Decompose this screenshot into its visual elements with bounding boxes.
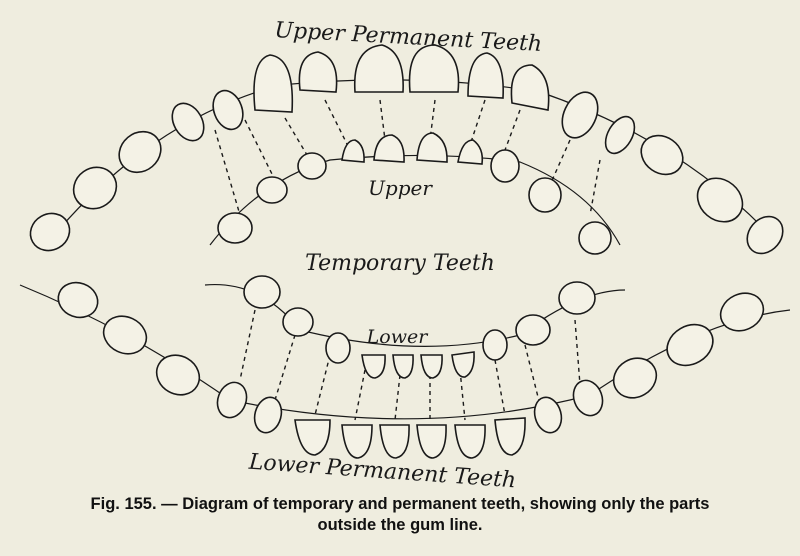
tooth [118, 130, 162, 174]
tooth [719, 292, 765, 332]
tooth [171, 102, 205, 142]
caption-line-2: outside the gum line. [317, 516, 483, 534]
tooth [494, 417, 526, 456]
tooth [696, 177, 744, 223]
tooth [604, 115, 636, 155]
tooth [666, 323, 714, 367]
tooth [294, 419, 331, 456]
tooth [29, 212, 71, 252]
lower-temporary-teeth [243, 275, 596, 379]
tooth [102, 315, 148, 355]
tooth [373, 134, 405, 163]
tooth [746, 215, 784, 255]
tooth [558, 281, 596, 315]
tooth [572, 379, 604, 417]
tooth [416, 132, 448, 163]
tooth [341, 139, 365, 163]
tooth [408, 44, 460, 93]
tooth [612, 357, 658, 399]
tooth [578, 221, 612, 255]
lower-permanent-teeth [57, 281, 765, 459]
tooth [416, 424, 447, 459]
tooth [256, 176, 288, 204]
figure-number: Fig. 155. [90, 495, 157, 513]
tooth [297, 152, 327, 180]
tooth [490, 149, 520, 183]
tooth [420, 354, 443, 379]
tooth [217, 212, 253, 244]
tooth [72, 166, 118, 210]
tooth [282, 307, 314, 337]
teeth-diagram: Upper Permanent Teeth Upper Temporary Te… [19, 18, 791, 490]
label-lower: Lower [366, 326, 430, 348]
tooth [640, 134, 684, 176]
tooth [515, 314, 551, 346]
tooth [533, 396, 563, 434]
correspondence-lines [214, 99, 601, 421]
tooth [325, 332, 351, 364]
tooth [298, 51, 338, 93]
figure-caption: Fig. 155. — Diagram of temporary and per… [0, 494, 800, 536]
tooth [454, 424, 486, 459]
caption-line-1: Fig. 155. — Diagram of temporary and per… [0, 494, 800, 515]
tooth [243, 275, 281, 309]
tooth [457, 139, 484, 165]
upper-permanent-teeth [29, 44, 784, 255]
tooth [392, 354, 414, 379]
tooth [155, 354, 201, 396]
tooth [451, 351, 475, 378]
tooth [212, 89, 244, 131]
tooth [528, 177, 562, 213]
tooth [341, 424, 373, 459]
tooth [379, 424, 410, 459]
tooth [57, 281, 99, 319]
tooth [216, 381, 248, 419]
tooth [253, 396, 283, 434]
label-upper: Upper [368, 176, 433, 200]
label-temporary: Temporary Teeth [305, 251, 495, 276]
tooth [353, 44, 404, 93]
label-upper-permanent: Upper Permanent Teeth [274, 18, 543, 57]
tooth [467, 52, 504, 99]
tooth [253, 54, 294, 113]
upper-temporary-teeth [217, 132, 612, 255]
caption-text-1: — Diagram of temporary and permanent tee… [161, 495, 710, 513]
tooth [361, 354, 386, 379]
tooth [482, 329, 508, 361]
tooth [510, 64, 550, 111]
tooth [561, 91, 599, 139]
